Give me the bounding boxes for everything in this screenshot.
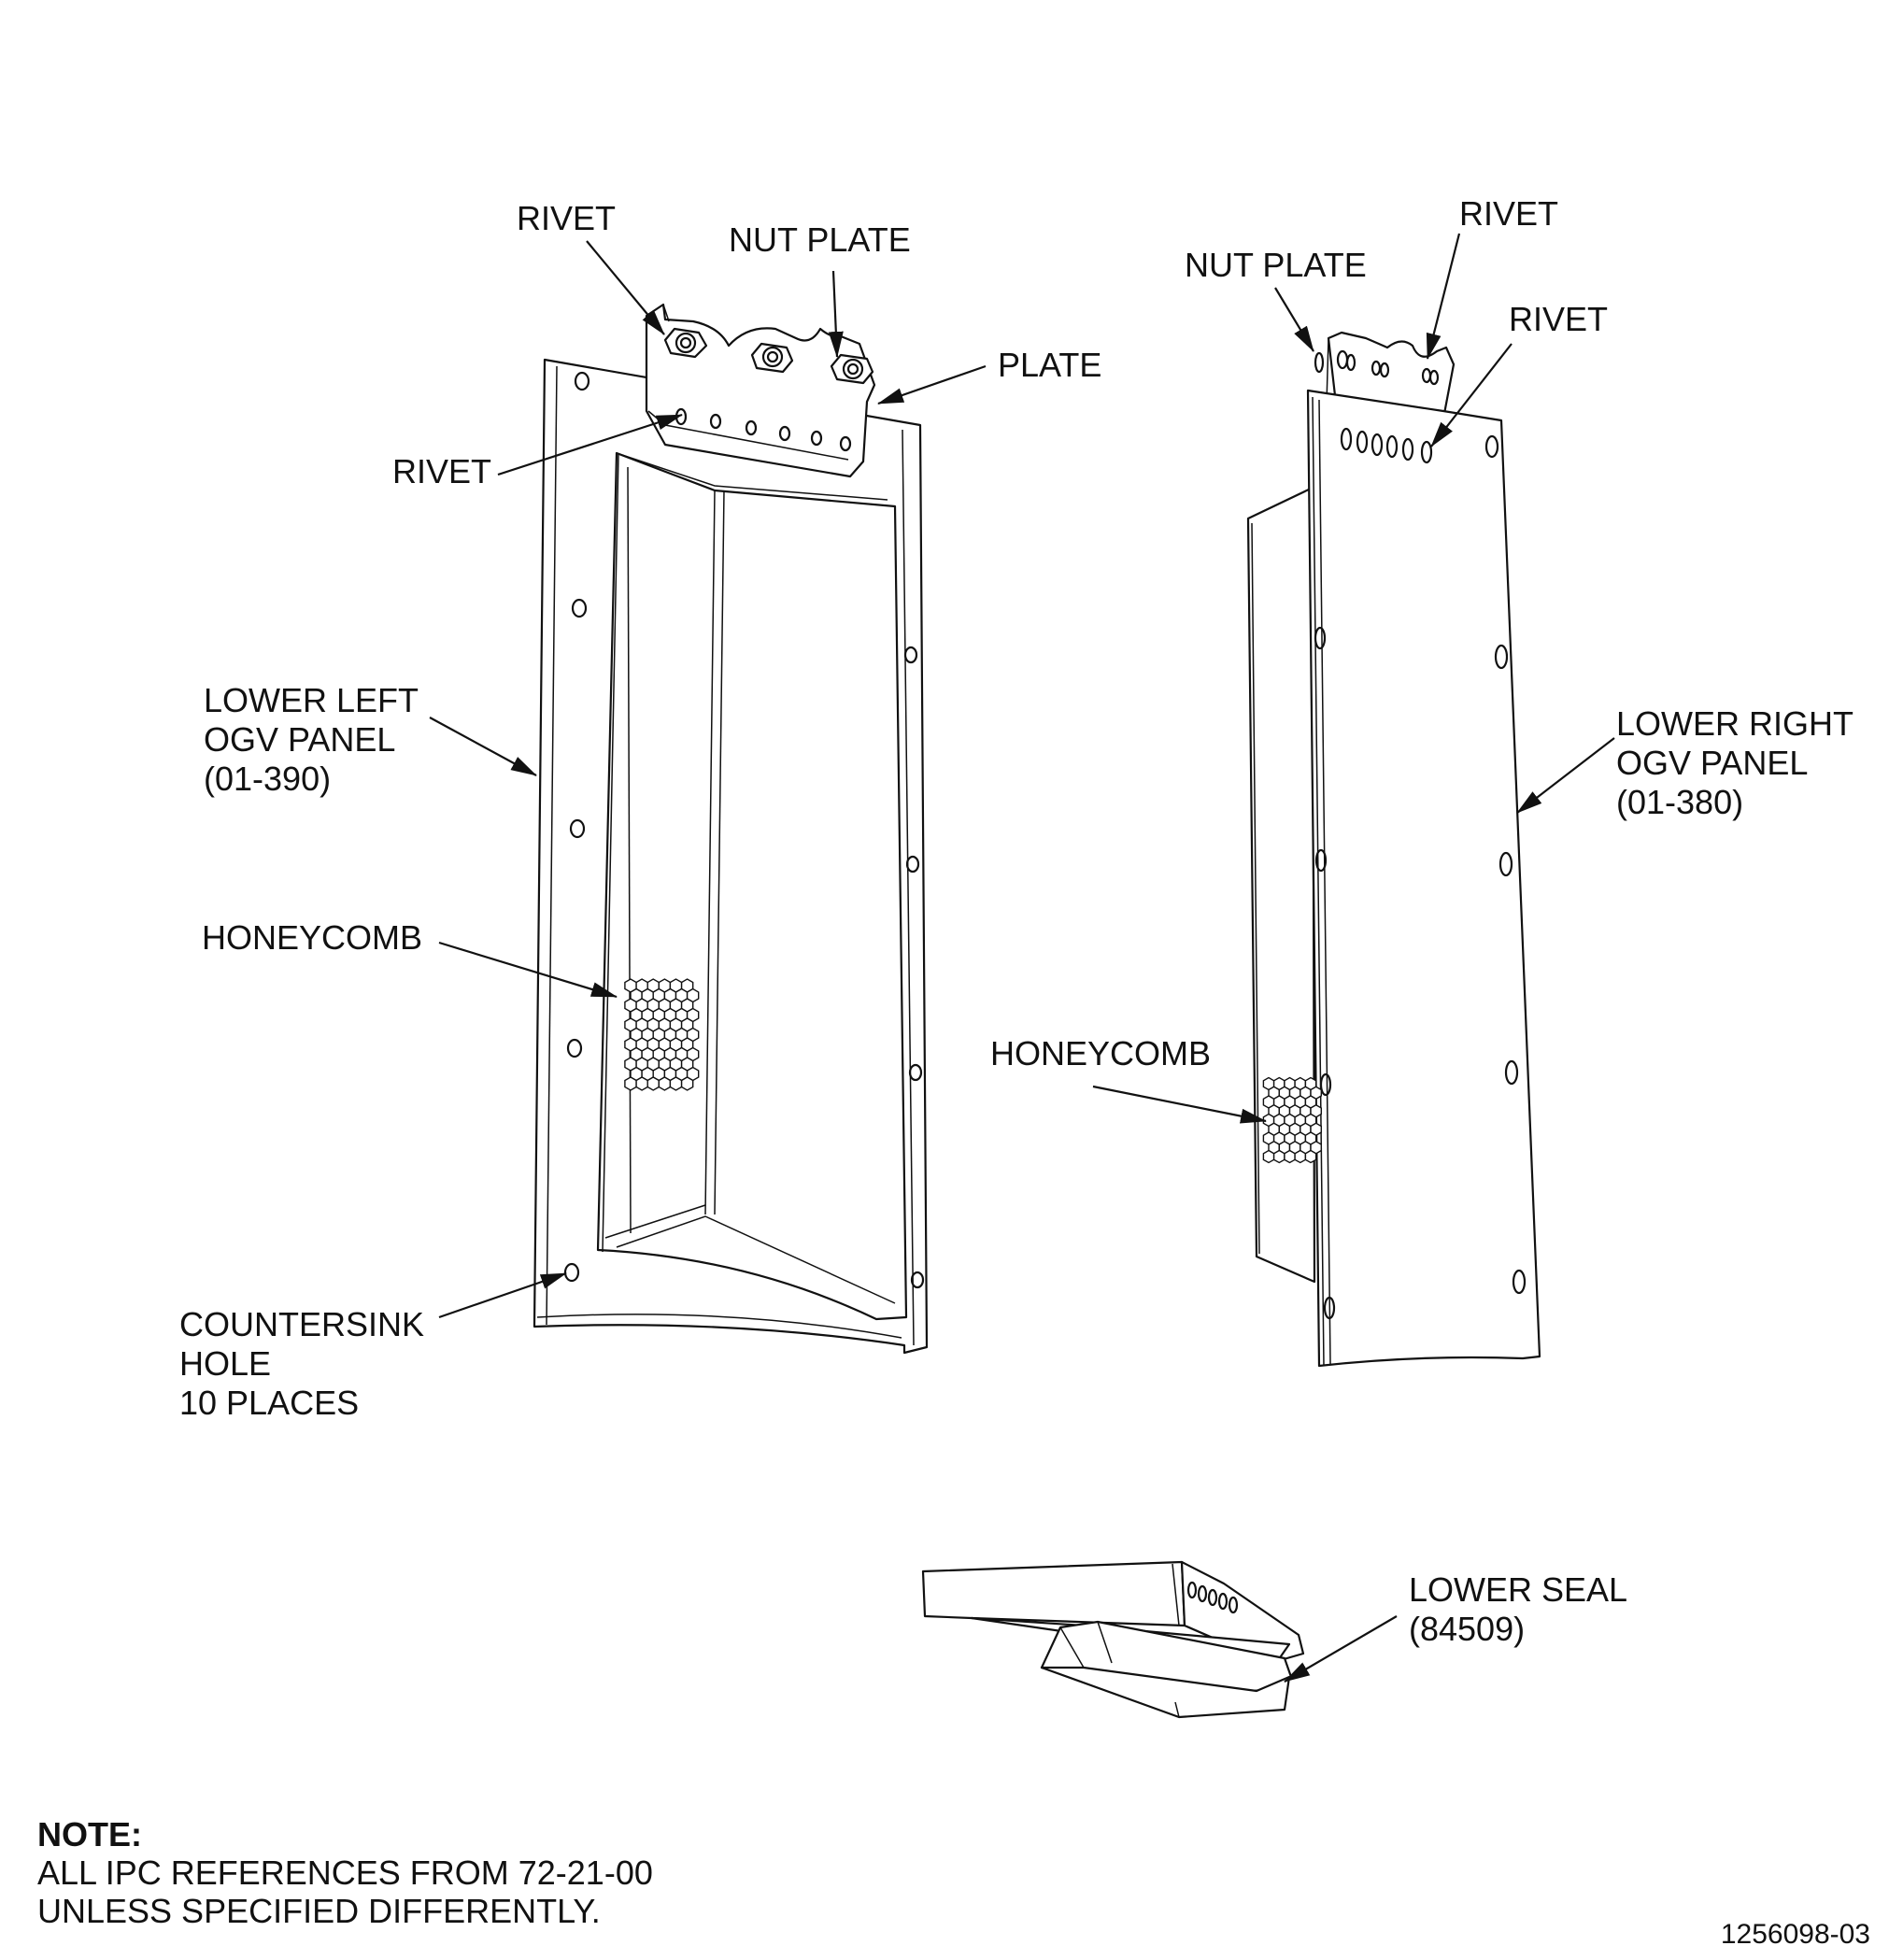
label-honeycomb-left: HONEYCOMB xyxy=(202,918,422,957)
seal-holes xyxy=(1186,1581,1239,1614)
honeycomb-cell xyxy=(635,1076,648,1091)
label-nut-plate-left: NUT PLATE xyxy=(729,220,911,259)
honeycomb-right-graphic xyxy=(1262,1076,1322,1164)
label-lower-seal-line1: LOWER SEAL xyxy=(1409,1570,1627,1609)
label-rivet-left-side: RIVET xyxy=(392,452,491,490)
honeycomb-cell xyxy=(680,1076,694,1091)
label-lower-left-ogv-panel: LOWER LEFT OGV PANEL (01-390) xyxy=(204,681,419,798)
leader-lines xyxy=(429,233,1615,1683)
honeycomb-cell xyxy=(1284,1149,1296,1164)
label-rivet-left-top: RIVET xyxy=(517,199,616,237)
honeycomb-cell xyxy=(624,1076,637,1091)
honeycomb-left-graphic xyxy=(624,978,700,1091)
label-countersink-hole: COUNTERSINK HOLE 10 PLACES xyxy=(179,1305,424,1422)
label-countersink-line1: COUNTERSINK xyxy=(179,1305,424,1343)
label-rivet-right-top: RIVET xyxy=(1459,194,1558,233)
honeycomb-cell xyxy=(1262,1149,1275,1164)
label-countersink-line3: 10 PLACES xyxy=(179,1384,359,1422)
note-line-1: ALL IPC REFERENCES FROM 72-21-00 xyxy=(37,1853,653,1892)
label-rivet-right-second: RIVET xyxy=(1509,300,1608,338)
label-lower-right-ogv-panel: LOWER RIGHT OGV PANEL (01-380) xyxy=(1616,704,1853,821)
honeycomb-cell xyxy=(646,1076,660,1091)
note-block: NOTE: ALL IPC REFERENCES FROM 72-21-00 U… xyxy=(37,1815,653,1930)
label-lower-left-ogv-panel-line3: (01-390) xyxy=(204,760,331,798)
note-line-2: UNLESS SPECIFIED DIFFERENTLY. xyxy=(37,1892,601,1930)
lower-left-ogv-panel xyxy=(533,303,929,1355)
honeycomb-cell xyxy=(658,1076,672,1091)
honeycomb-cell xyxy=(1304,1149,1317,1164)
honeycomb-cell xyxy=(669,1076,683,1091)
label-lower-right-ogv-panel-line1: LOWER RIGHT xyxy=(1616,704,1853,743)
label-lower-right-ogv-panel-line3: (01-380) xyxy=(1616,783,1743,821)
label-plate: PLATE xyxy=(998,346,1101,384)
label-lower-left-ogv-panel-line2: OGV PANEL xyxy=(204,720,395,759)
label-countersink-line2: HOLE xyxy=(179,1344,271,1383)
label-nut-plate-right: NUT PLATE xyxy=(1185,246,1367,284)
figure-id: 1256098-03 xyxy=(1721,1919,1870,1950)
label-honeycomb-right: HONEYCOMB xyxy=(990,1034,1211,1072)
note-heading: NOTE: xyxy=(37,1815,142,1853)
labels: RIVET NUT PLATE PLATE RIVET LOWER LEFT O… xyxy=(37,194,1870,1950)
label-lower-left-ogv-panel-line1: LOWER LEFT xyxy=(204,681,419,719)
lower-right-ogv-panel xyxy=(1246,331,1541,1368)
label-lower-right-ogv-panel-line2: OGV PANEL xyxy=(1616,744,1808,782)
nut-plates xyxy=(663,327,874,385)
honeycomb-cell xyxy=(1294,1149,1307,1164)
label-lower-seal: LOWER SEAL (84509) xyxy=(1409,1570,1627,1648)
honeycomb-cell xyxy=(1272,1149,1285,1164)
label-lower-seal-line2: (84509) xyxy=(1409,1610,1525,1648)
countersink-holes xyxy=(563,371,925,1289)
lower-seal xyxy=(921,1560,1305,1719)
